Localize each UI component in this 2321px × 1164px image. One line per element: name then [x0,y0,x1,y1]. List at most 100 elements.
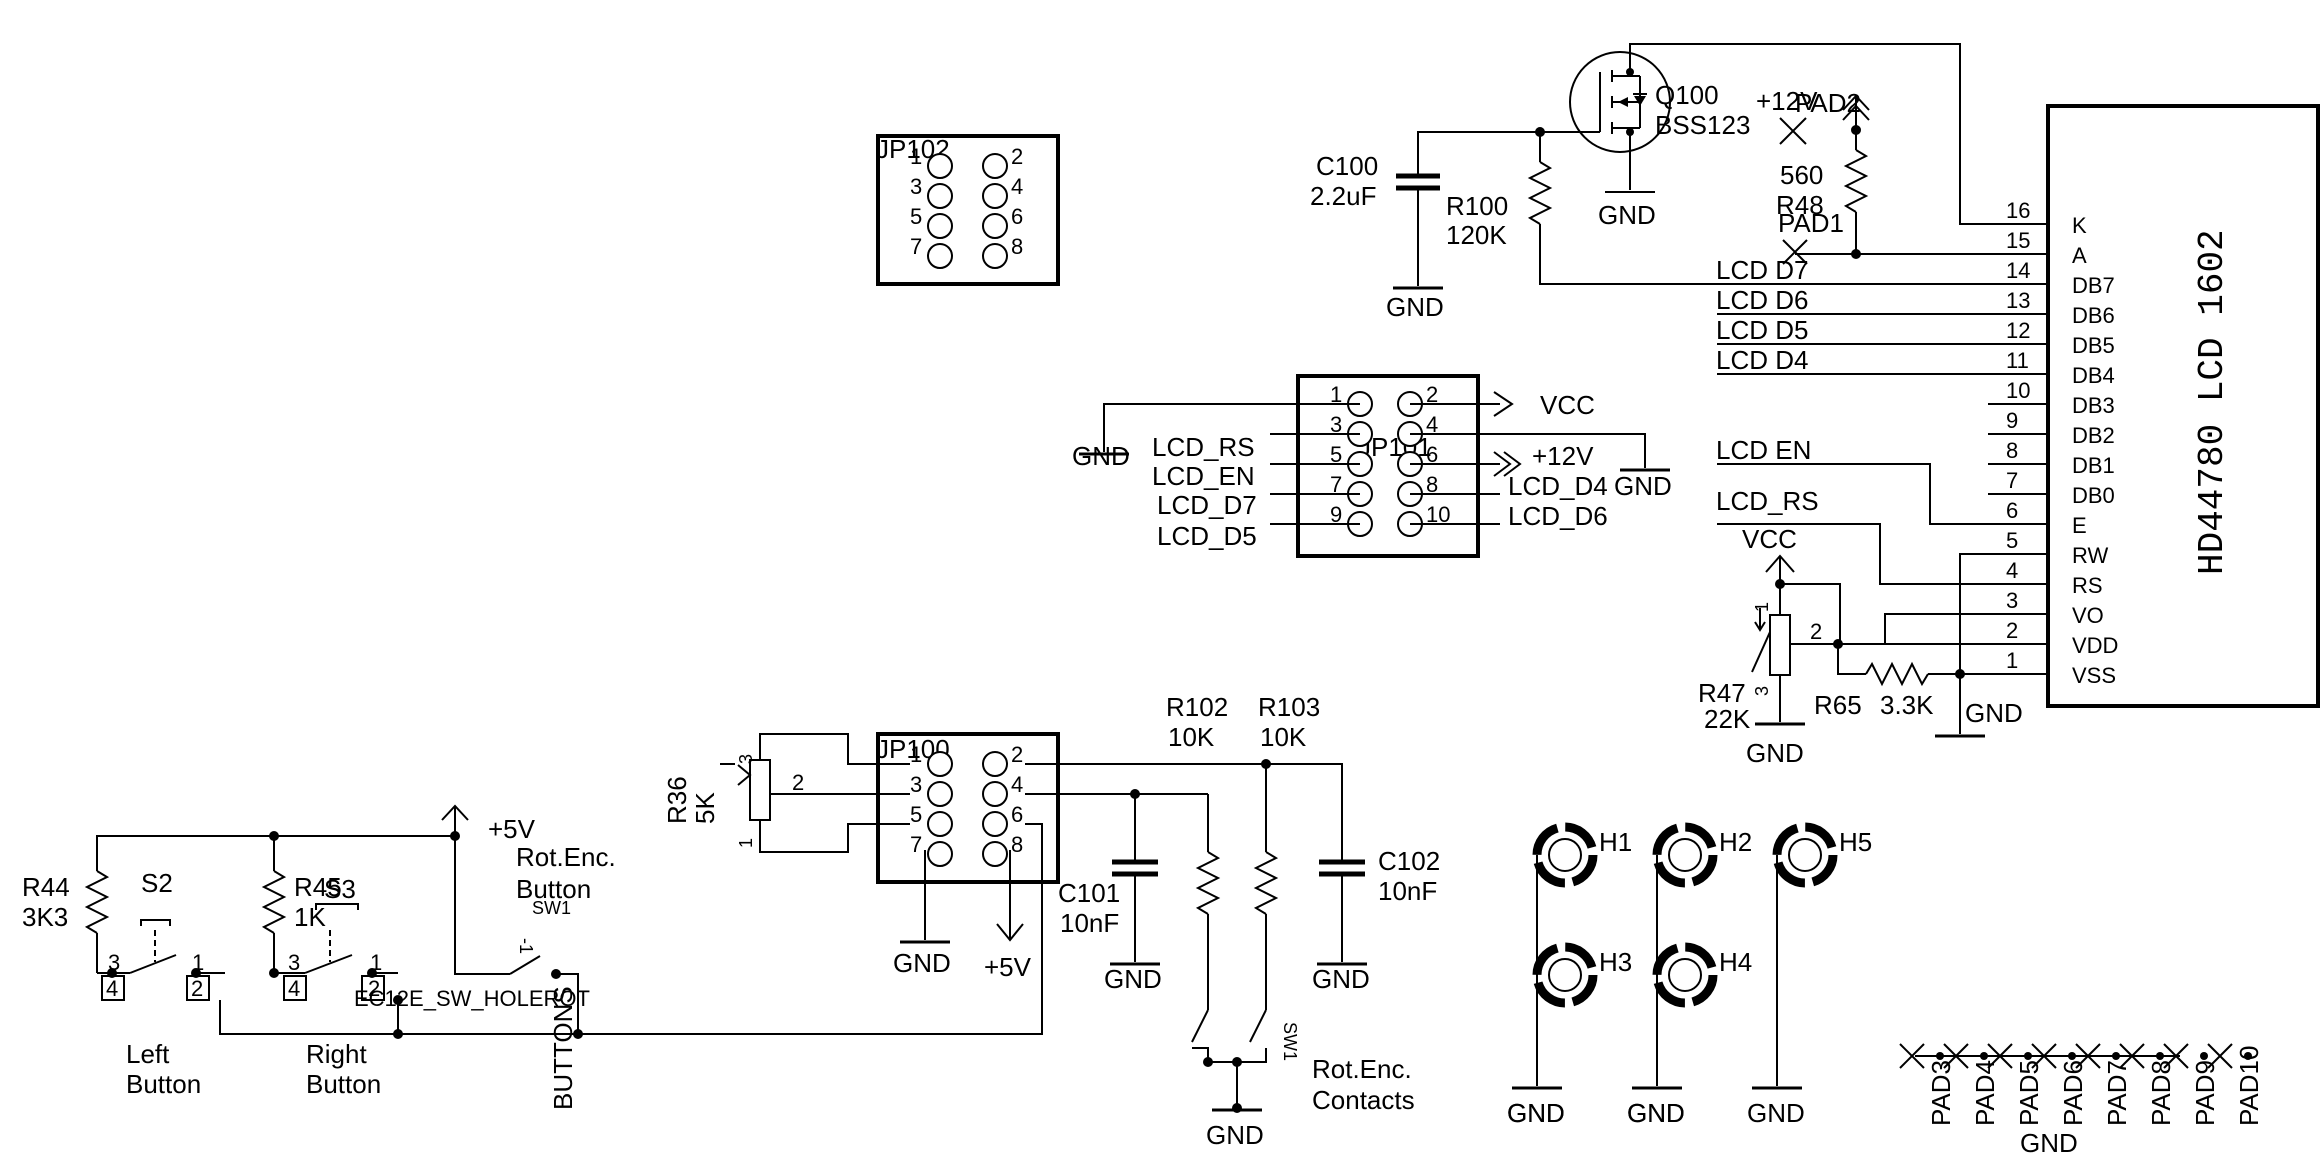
jp102-pin-number: 1 [910,144,922,169]
pad-label: PAD10 [2234,1046,2264,1126]
r65-resistor: R65 3.3K GND [1814,644,2023,738]
mounting-hole-inner [1668,958,1702,992]
r36-pin1: 1 [736,838,756,848]
s3-pin4: 4 [288,976,300,1001]
net-lcd-d5: LCD D5 [1716,315,1808,345]
r47-pin1: 1 [1752,602,1772,612]
pad-junction [2068,1052,2076,1060]
r36-pin3: 3 [736,754,756,764]
r36-potentiometer: R36 5K 3 2 1 [662,733,910,853]
lcd-pin-label: DB5 [2072,333,2115,358]
pad2-label: PAD2 [1795,88,1861,118]
r65-value: 3.3K [1880,690,1934,720]
pad-junction [2156,1052,2164,1060]
jp102-pin [982,183,1008,209]
r100-resistor: R100 120K [1446,127,1988,285]
net-lcd-rs: LCD_RS [1716,486,1819,516]
gnd-c101: GND [1104,964,1162,994]
jp102-pin-number: 5 [910,204,922,229]
jp101-pin-number: 9 [1330,502,1342,527]
pad-junction [2112,1052,2120,1060]
c101-capacitor: C101 10nF GND [1058,789,1162,994]
net-lcd-d7: LCD D7 [1716,255,1808,285]
pad-junction [1980,1052,1988,1060]
buttons-section: +5V R44 3K3 3 4 1 2 S2 Left Button R45 1… [22,804,616,1110]
mounting-hole-inner [1548,958,1582,992]
jp100-pin-number: 4 [1011,772,1023,797]
mounting-hole-icon [1652,822,1718,888]
q100-value: BSS123 [1655,110,1750,140]
pad-junction [2200,1052,2208,1060]
r47-value: 22K [1704,704,1751,734]
lcd-pin-label: E [2072,513,2087,538]
gnd-sw1: GND [1206,1120,1264,1150]
pad-label: PAD3 [1926,1060,1956,1126]
jp102-pin-number: 3 [910,174,922,199]
s2-pin2: 2 [191,976,203,1001]
lcd-pin-number: 16 [2006,198,2030,223]
mounting-hole-gnd: GND [1627,1098,1685,1128]
s2-pin4: 4 [106,976,118,1001]
pad1-label: PAD1 [1778,208,1844,238]
jp100-pin-number: 1 [910,742,922,767]
lcd-pin-label: VO [2072,603,2104,628]
lcd-pin-number: 13 [2006,288,2030,313]
supply-5v-buttons: +5V [488,814,536,844]
s2-caption2: Button [126,1069,201,1099]
lcd-pin-number: 8 [2006,438,2018,463]
gnd-pads: GND [2020,1128,2078,1158]
mounting-hole-icon [1532,942,1598,1008]
lcd-pin-label: DB1 [2072,453,2115,478]
jp102-pin [927,153,953,179]
c101-ref: C101 [1058,878,1120,908]
lcd-pin-number: 11 [2006,348,2029,373]
jp100-pin-number: 7 [910,832,922,857]
net-lcd-en: LCD EN [1716,435,1811,465]
lcd-pin-number: 10 [2006,378,2030,403]
lcd-pin-label: VSS [2072,663,2116,688]
gnd-jp101-right: GND [1614,471,1672,501]
c100-capacitor: C100 2.2uF GND [1310,131,1540,322]
r48-resistor: +12V PAD2 560 R48 PAD1 [1756,86,1988,265]
jp101-net-l2: LCD_EN [1152,461,1255,491]
lcd-hd44780: HD44780 LCD 1602 16K15A14DB713DB612DB511… [1988,104,2320,708]
lcd-pin-number: 2 [2006,618,2018,643]
lcd-pin-number: 1 [2006,648,2018,673]
lcd-pin-label: DB3 [2072,393,2115,418]
lcd-pin-number: 6 [2006,498,2018,523]
lcd-pin-number: 4 [2006,558,2018,583]
sw1-button-ref: SW1 [532,898,571,918]
gnd-c102: GND [1312,964,1370,994]
r47-pin3: 3 [1752,686,1772,696]
jp100-pin [982,841,1008,867]
jp101-net-r1: LCD_D4 [1508,471,1608,501]
jp100-pin-number: 8 [1011,832,1023,857]
s2-pin1: 1 [192,950,204,975]
q100-mosfet: Q100 BSS123 GND [1540,43,1988,230]
c101-value: 10nF [1060,908,1119,938]
jp100-pin [982,751,1008,777]
vcc-r47: VCC [1742,524,1797,554]
supply-5v-jp100: +5V [984,952,1032,982]
mounting-hole-gnd: GND [1507,1098,1565,1128]
buttons-net: BUTTONS [548,986,578,1110]
jp100-pin [927,811,953,837]
pad-x-icon [2119,1043,2145,1069]
pad-label: PAD7 [2102,1060,2132,1126]
r47-ref: R47 [1698,678,1746,708]
s3-caption1: Right [306,1039,367,1069]
jp101-pin-number: 2 [1426,382,1438,407]
pad-x-icon [1899,1043,1925,1069]
r102-value: 10K [1168,722,1215,752]
lcd-pin-number: 14 [2006,258,2030,283]
r45-value: 1K [294,902,326,932]
jp102-pin-number: 6 [1011,204,1023,229]
jp101-pin-number: 4 [1426,412,1438,437]
lcd-pin-label: DB6 [2072,303,2115,328]
mounting-hole-inner [1668,838,1702,872]
jp102-pin-number: 7 [910,234,922,259]
lcd-pin-number: 15 [2006,228,2030,253]
